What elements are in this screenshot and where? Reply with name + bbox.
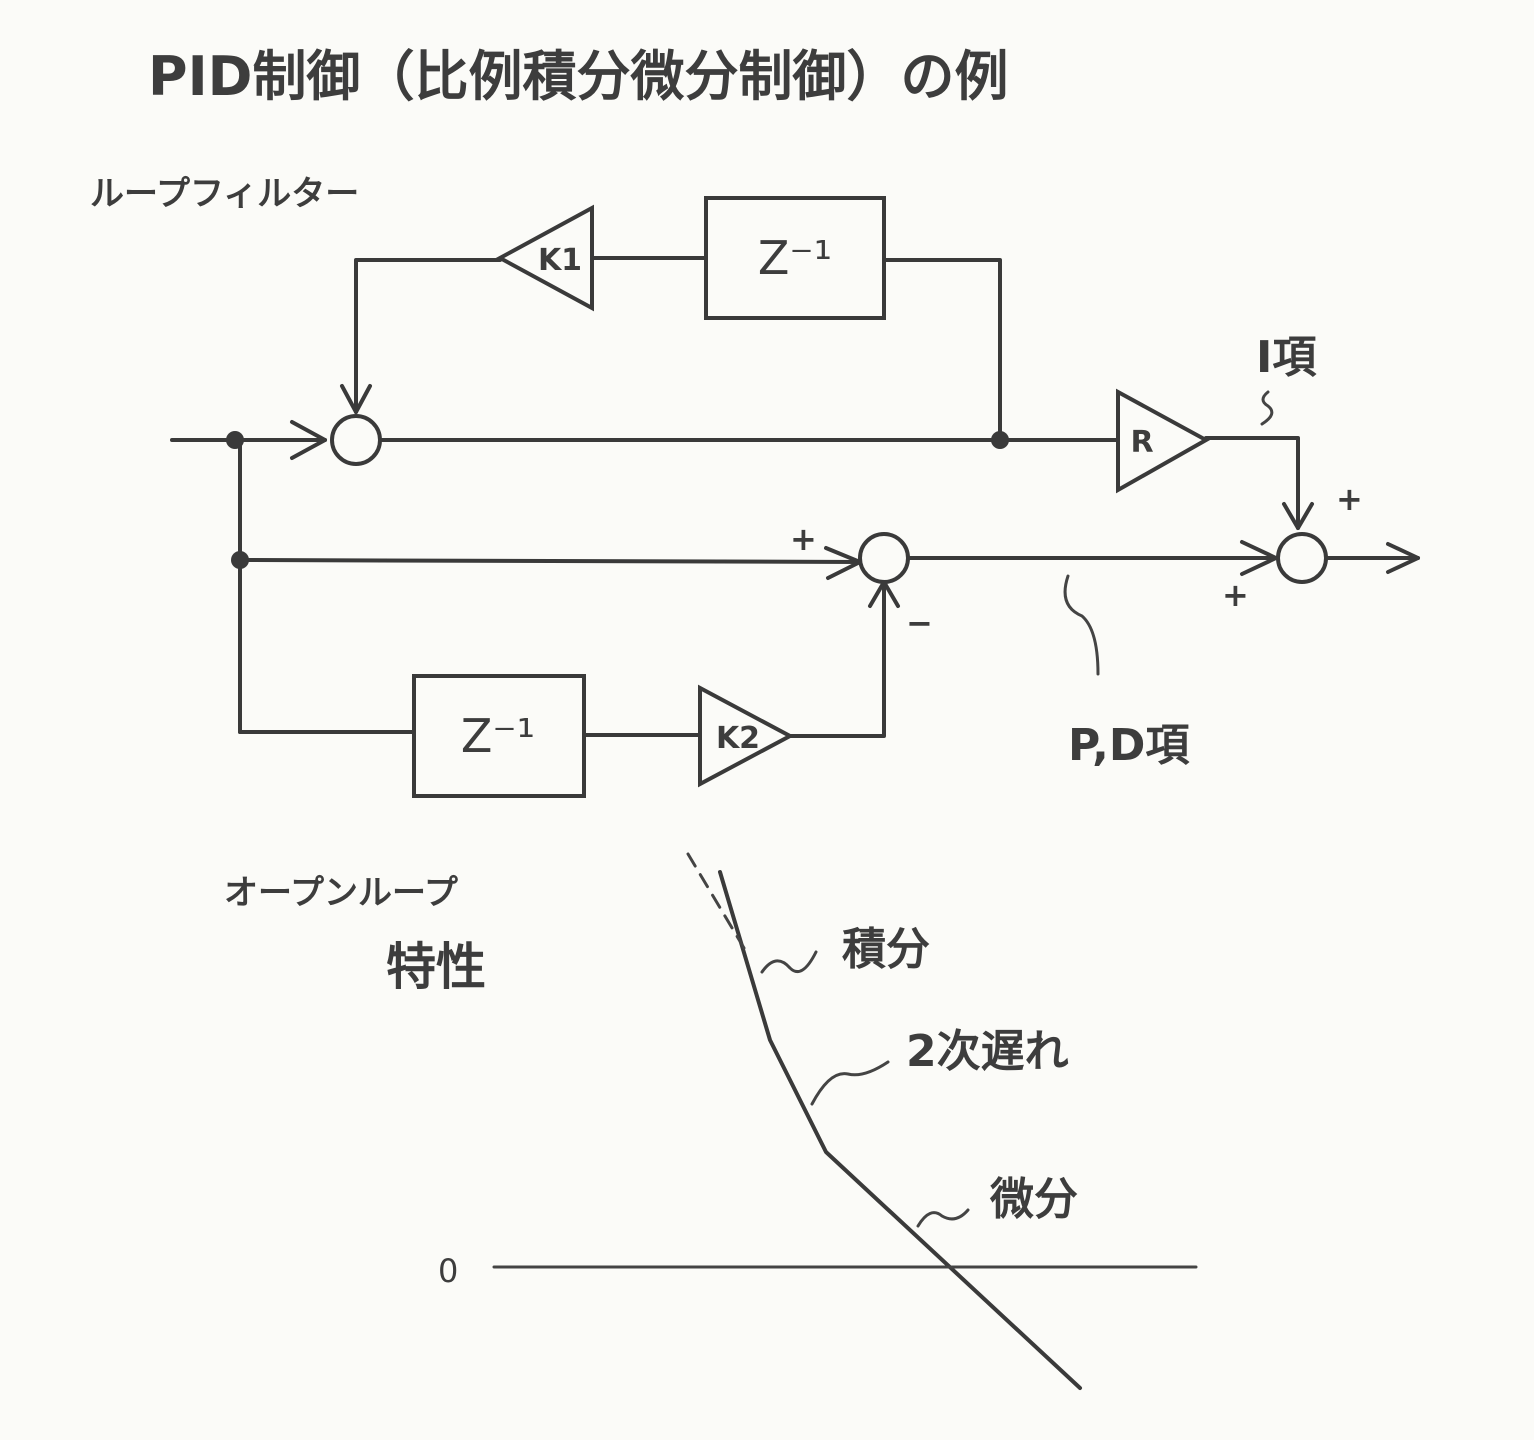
integrator-sum-node xyxy=(330,414,382,466)
diagram-title: PID制御（比例積分微分制御）の例 xyxy=(148,45,1009,108)
feedback-up-line xyxy=(882,258,1002,442)
i-term-arrowhead xyxy=(1282,502,1314,530)
output-arrowhead xyxy=(1386,542,1420,574)
integral-asymptote xyxy=(686,852,746,950)
i-term-label: I項 xyxy=(1256,332,1317,383)
derivative-diff-node xyxy=(858,532,910,584)
integral-leader xyxy=(760,950,818,974)
i-term-leader xyxy=(1260,390,1274,426)
gain-k1-block xyxy=(495,204,594,312)
proportional-line xyxy=(238,558,862,564)
derivative-label: 微分 xyxy=(989,1174,1078,1225)
input-arrowhead xyxy=(290,420,327,460)
k1-to-sum-line xyxy=(354,258,502,414)
output-plus-top: + xyxy=(1336,480,1363,518)
gain-r-block xyxy=(1116,388,1211,494)
loop-filter-label: ループフィルター xyxy=(90,174,359,214)
k2-to-diff-line xyxy=(788,580,886,738)
gain-k2-label: K2 xyxy=(716,721,760,756)
k2-arrowhead xyxy=(868,580,900,608)
output-plus-left: + xyxy=(1222,576,1249,614)
gain-k2-block xyxy=(698,684,795,788)
pd-term-leader xyxy=(1063,574,1100,676)
r-to-output-line xyxy=(1204,436,1300,530)
delay-block-top-label: Z⁻¹ xyxy=(758,231,832,285)
zero-label: 0 xyxy=(438,1252,458,1290)
second-order-label: 2次遅れ xyxy=(906,1026,1069,1077)
open-loop-label-1: オープンループ xyxy=(224,873,458,913)
open-loop-label-2: 特性 xyxy=(386,938,486,996)
gain-k1-label: K1 xyxy=(538,243,582,278)
gain-r-label: R xyxy=(1130,425,1153,460)
delay-block-bottom-label: Z⁻¹ xyxy=(461,709,535,763)
diff-plus-sign: + xyxy=(790,520,817,558)
pd-term-label: P,D項 xyxy=(1068,720,1190,771)
open-loop-curve xyxy=(718,870,1082,1390)
second-order-leader xyxy=(810,1060,890,1106)
k1-arrowhead xyxy=(340,384,372,414)
integral-label: 積分 xyxy=(842,924,930,975)
diff-minus-sign: − xyxy=(906,604,933,642)
output-sum-node xyxy=(1276,532,1328,584)
derivative-leader xyxy=(916,1208,970,1228)
